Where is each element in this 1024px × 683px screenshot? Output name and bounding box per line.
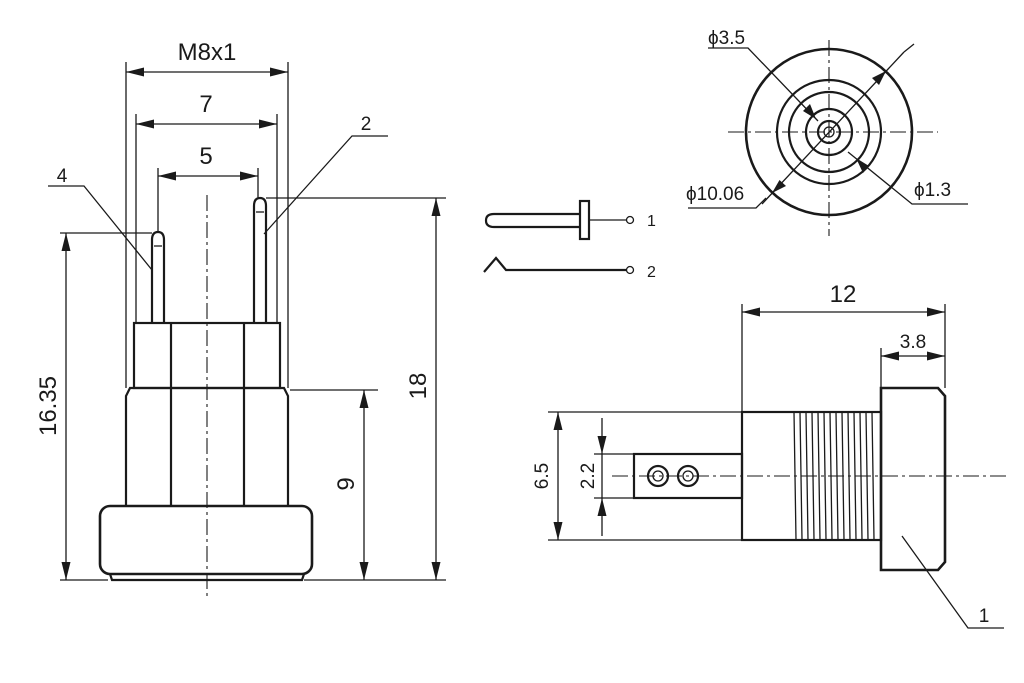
bottom-view: 12 3.8 6.5 2.2 1 xyxy=(532,281,1006,629)
pin-label-2: 2 xyxy=(361,114,372,135)
dim-height-22-label: 2.2 xyxy=(578,463,599,489)
pin-label-4: 4 xyxy=(57,166,68,187)
dim-dia-1006-label: ϕ10.06 xyxy=(686,184,744,205)
dim-thread-label: M8x1 xyxy=(178,39,237,66)
dim-height-9-label: 9 xyxy=(333,477,360,490)
dim-height-1635-label: 16.35 xyxy=(35,376,62,436)
side-view: M8x1 7 5 16.35 9 18 4 2 xyxy=(35,39,446,598)
dim-width-7-label: 7 xyxy=(199,91,212,118)
dim-length-38-label: 3.8 xyxy=(900,332,926,353)
dim-height-18-label: 18 xyxy=(405,373,432,400)
terminal-label-1: 1 xyxy=(647,213,656,230)
front-view: ϕ3.5 ϕ10.06 ϕ1.3 xyxy=(686,28,968,236)
schematic-symbol: 1 2 xyxy=(483,199,656,281)
terminal-label-2: 2 xyxy=(647,264,656,281)
thread-lines xyxy=(793,411,875,541)
dim-dia-13-label: ϕ1.3 xyxy=(914,180,951,201)
dim-dia-35-label: ϕ3.5 xyxy=(708,28,745,49)
dim-width-5-label: 5 xyxy=(199,143,212,170)
part-label-1: 1 xyxy=(979,606,990,627)
dim-height-65-label: 6.5 xyxy=(532,463,553,489)
dim-length-12-label: 12 xyxy=(830,281,857,308)
